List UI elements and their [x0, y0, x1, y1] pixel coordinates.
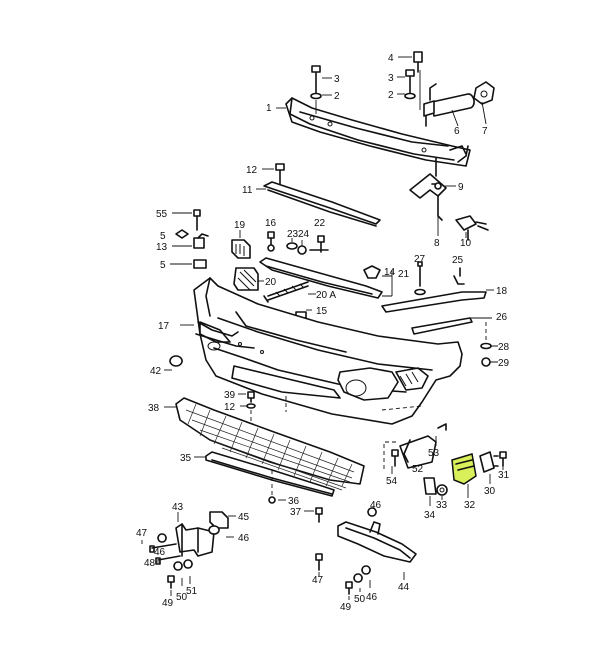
label-55: 55	[156, 209, 168, 220]
label-42: 42	[150, 366, 162, 377]
bottom-right-bracket	[315, 507, 417, 600]
label-7: 7	[482, 126, 488, 137]
label-30: 30	[484, 486, 496, 497]
label-23: 23	[287, 229, 299, 240]
upper-trim-strip	[256, 163, 381, 227]
label-34: 34	[424, 510, 436, 521]
label-14: 14	[384, 267, 396, 278]
label-45: 45	[238, 512, 250, 523]
label-2: 2	[334, 91, 340, 102]
bumper-fasteners	[164, 355, 287, 434]
label-38: 38	[148, 403, 160, 414]
label-47: 47	[312, 575, 324, 586]
label-50: 50	[354, 594, 366, 605]
label-46: 46	[238, 533, 250, 544]
label-5: 5	[160, 231, 166, 242]
label-21: 21	[398, 269, 410, 280]
lower-grille	[164, 397, 365, 491]
label-37: 37	[290, 507, 302, 518]
label-4: 4	[388, 53, 394, 64]
label-39: 39	[224, 390, 236, 401]
bumper-cover	[180, 261, 498, 425]
center-small-parts	[231, 230, 329, 303]
label-20a: 20 A	[316, 290, 336, 301]
label-25: 25	[452, 255, 464, 266]
label-18: 18	[496, 286, 508, 297]
label-9: 9	[458, 182, 464, 193]
label-17: 17	[158, 321, 170, 332]
label-26: 26	[496, 312, 508, 323]
right-lower-parts	[383, 423, 507, 506]
label-46: 46	[154, 547, 166, 558]
label-20: 20	[265, 277, 277, 288]
label-46: 46	[366, 592, 378, 603]
label-47: 47	[136, 528, 148, 539]
lower-spoiler	[194, 451, 335, 523]
label-35: 35	[180, 453, 192, 464]
label-19: 19	[234, 220, 246, 231]
label-50: 50	[176, 592, 188, 603]
label-12: 12	[224, 402, 236, 413]
label-24: 24	[298, 229, 310, 240]
side-bracket	[409, 157, 489, 241]
label-43: 43	[172, 502, 184, 513]
label-49: 49	[340, 602, 352, 613]
headlight-bracket-strip	[259, 257, 393, 319]
label-27: 27	[414, 254, 426, 265]
bumper-reinforcement-bar	[276, 65, 471, 167]
label-49: 49	[162, 598, 174, 609]
label-28: 28	[498, 342, 510, 353]
label-6: 6	[454, 126, 460, 137]
label-44: 44	[398, 582, 410, 593]
label-52: 52	[412, 464, 424, 475]
bottom-left-brackets	[141, 511, 236, 596]
label-46: 46	[370, 500, 382, 511]
label-32: 32	[464, 500, 476, 511]
label-13: 13	[156, 242, 168, 253]
label-10: 10	[460, 238, 472, 249]
top-right-hardware	[397, 51, 495, 127]
label-51: 51	[186, 586, 198, 597]
label-5: 5	[160, 260, 166, 271]
label-53: 53	[428, 448, 440, 459]
label-33: 33	[436, 500, 448, 511]
label-2: 2	[388, 90, 394, 101]
label-11: 11	[242, 185, 253, 196]
label-3: 3	[388, 73, 394, 84]
label-54: 54	[386, 476, 398, 487]
label-48: 48	[144, 558, 156, 569]
label-12: 12	[246, 165, 258, 176]
label-1: 1	[266, 103, 272, 114]
label-8: 8	[434, 238, 440, 249]
part-labels: 1 2 2 3 3 4 5 5 6 7 8 9 10 11 12 12 13 1…	[136, 53, 510, 613]
label-15: 15	[316, 306, 328, 317]
label-29: 29	[498, 358, 510, 369]
label-3: 3	[334, 74, 340, 85]
label-36: 36	[288, 496, 300, 507]
label-22: 22	[314, 218, 326, 229]
label-31: 31	[498, 470, 510, 481]
left-clips	[170, 209, 209, 269]
label-16: 16	[265, 218, 277, 229]
